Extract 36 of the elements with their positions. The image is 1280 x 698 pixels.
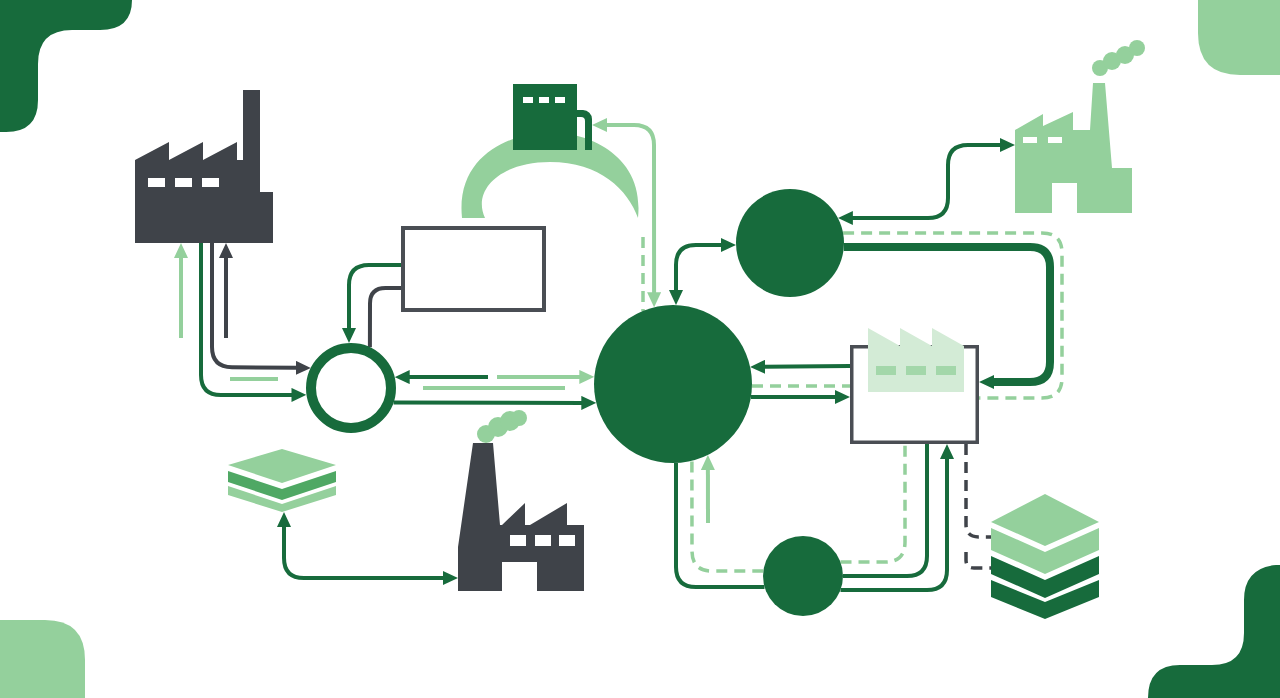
arrow	[174, 243, 188, 338]
arrow	[394, 370, 488, 385]
arrow	[837, 138, 1015, 225]
filled-circle	[594, 305, 752, 463]
ring-circle	[306, 343, 396, 433]
dashed-line	[964, 552, 991, 570]
arrow	[750, 390, 850, 404]
layers-icon	[991, 494, 1099, 619]
dashed-line	[752, 384, 850, 388]
outlined-rectangle	[401, 226, 546, 312]
arrow	[840, 444, 954, 592]
arrow	[750, 359, 851, 374]
factory-icon	[458, 408, 584, 591]
dashed-line	[964, 444, 991, 539]
dashed-line	[840, 444, 907, 564]
arrow	[592, 118, 662, 308]
factory-icon	[1015, 38, 1147, 213]
factory-icon	[135, 90, 273, 243]
filled-circle	[736, 189, 844, 297]
arrow	[219, 243, 233, 338]
connector-line	[674, 462, 765, 589]
machine-icon	[513, 84, 592, 150]
arrow	[277, 512, 458, 585]
arrow	[210, 243, 311, 375]
dashed-line	[690, 460, 764, 573]
layers-icon	[228, 449, 336, 512]
arrow	[342, 263, 401, 343]
connector-line	[367, 286, 401, 348]
arrow	[497, 369, 595, 384]
connector-line	[843, 444, 929, 578]
arrow	[393, 395, 597, 410]
dashed-line	[641, 237, 645, 311]
arrow	[669, 238, 736, 306]
arrow	[700, 454, 715, 523]
arrow	[199, 243, 307, 402]
filled-circle	[763, 536, 843, 616]
